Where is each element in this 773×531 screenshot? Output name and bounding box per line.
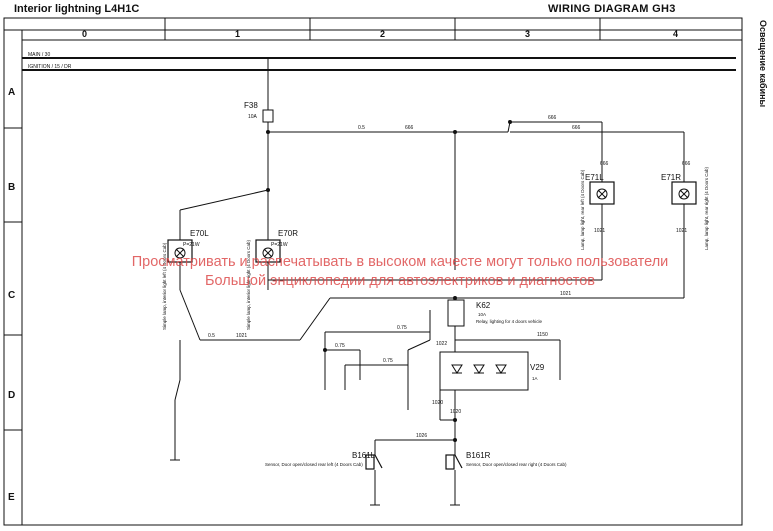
wire-label-666: 666 (572, 125, 581, 131)
wire-label-1021: 1021 (676, 228, 687, 234)
wire-label-666: 666 (548, 115, 557, 121)
wire-label-666: 666 (682, 161, 691, 167)
wire-label-1021: 1021 (236, 333, 247, 339)
e70r-ref: E70R (278, 229, 298, 238)
e71r-ref: E71R (661, 173, 681, 182)
col-label-0: 0 (82, 29, 87, 39)
lamp-e71r-box (671, 181, 697, 205)
b161l-desc: Sensor, Door open/closed rear left (4 Do… (265, 462, 363, 467)
wire-label-1026: 1026 (416, 433, 427, 439)
bus-ignition-label: IGNITION / 15 / DR (28, 64, 72, 70)
row-label-a: A (8, 87, 15, 98)
b161l-ref: B161L (352, 451, 376, 460)
k62-desc: Relay, lighting for 4 doors vehicle (476, 319, 542, 324)
row-label-c: C (8, 290, 15, 301)
e71r-desc: Lamp, lamp light, rear right (4 Doors Ca… (704, 166, 709, 250)
e70l-spec: P=21W (183, 242, 200, 248)
lamp-e71l-box (589, 181, 615, 205)
row-label-b: B (8, 182, 15, 193)
wire-label-666: 666 (600, 161, 609, 167)
diagram-title: Interior lightning L4H1C (14, 3, 140, 15)
wire-label-1021: 1021 (594, 228, 605, 234)
wire-label-0-5: 0.5 (358, 125, 365, 131)
lamp-e70l-box (167, 239, 193, 263)
e70l-desc: Simple lamp, interior light left (4 Door… (162, 242, 167, 330)
watermark-line-2: Большой энциклопедии для автоэлектриков … (204, 273, 595, 289)
col-label-4: 4 (673, 29, 678, 39)
k62-rating: 10A (478, 312, 486, 317)
e70r-desc: Simple lamp, interior light right (4 Doo… (246, 239, 251, 330)
row-label-d: D (8, 390, 15, 401)
b161r-desc: Sensor, Door open/closed rear right (4 D… (466, 462, 567, 467)
side-title: Освещение кабины (758, 20, 768, 108)
e71l-desc: Lamp, lamp light, rear left (4 Doors Cab… (580, 169, 585, 250)
wire-label-0-75: 0.75 (335, 343, 345, 349)
col-label-3: 3 (525, 29, 530, 39)
e70r-spec: P=21W (271, 242, 288, 248)
e71l-ref: E71L (585, 173, 604, 182)
wire-label-0-75: 0.75 (397, 325, 407, 331)
b161r-ref: B161R (466, 451, 491, 460)
lamp-e70r-box (255, 239, 281, 263)
f38-ref: F38 (244, 101, 258, 110)
sheet-frame (3, 17, 743, 526)
bus-main-label: MAIN / 30 (28, 52, 50, 58)
watermark-line-1: Просматривать и распечатывать в высоком … (131, 254, 669, 270)
wire-label-666: 666 (405, 125, 414, 131)
f38-rating: 10A (248, 114, 258, 120)
wire-label-0-5: 0.5 (208, 333, 215, 339)
e70l-ref: E70L (190, 229, 209, 238)
fuse-f38 (262, 109, 274, 123)
wire-label-1020: 1020 (450, 409, 461, 415)
row-label-e: E (8, 492, 15, 503)
v29-ref: V29 (530, 363, 545, 372)
wire-label-0-75: 0.75 (383, 358, 393, 364)
junction-dots (266, 120, 512, 442)
col-label-1: 1 (235, 29, 240, 39)
wire-label-1020: 1020 (432, 400, 443, 406)
col-label-2: 2 (380, 29, 385, 39)
wire-label-1150: 1150 (537, 332, 548, 338)
diagram-code: WIRING DIAGRAM GH3 (548, 3, 676, 15)
wire-label-1022: 1022 (436, 341, 447, 347)
v29-rating: 1A (532, 376, 538, 381)
wire-label-1021: 1021 (560, 291, 571, 297)
k62-ref: K62 (476, 301, 491, 310)
